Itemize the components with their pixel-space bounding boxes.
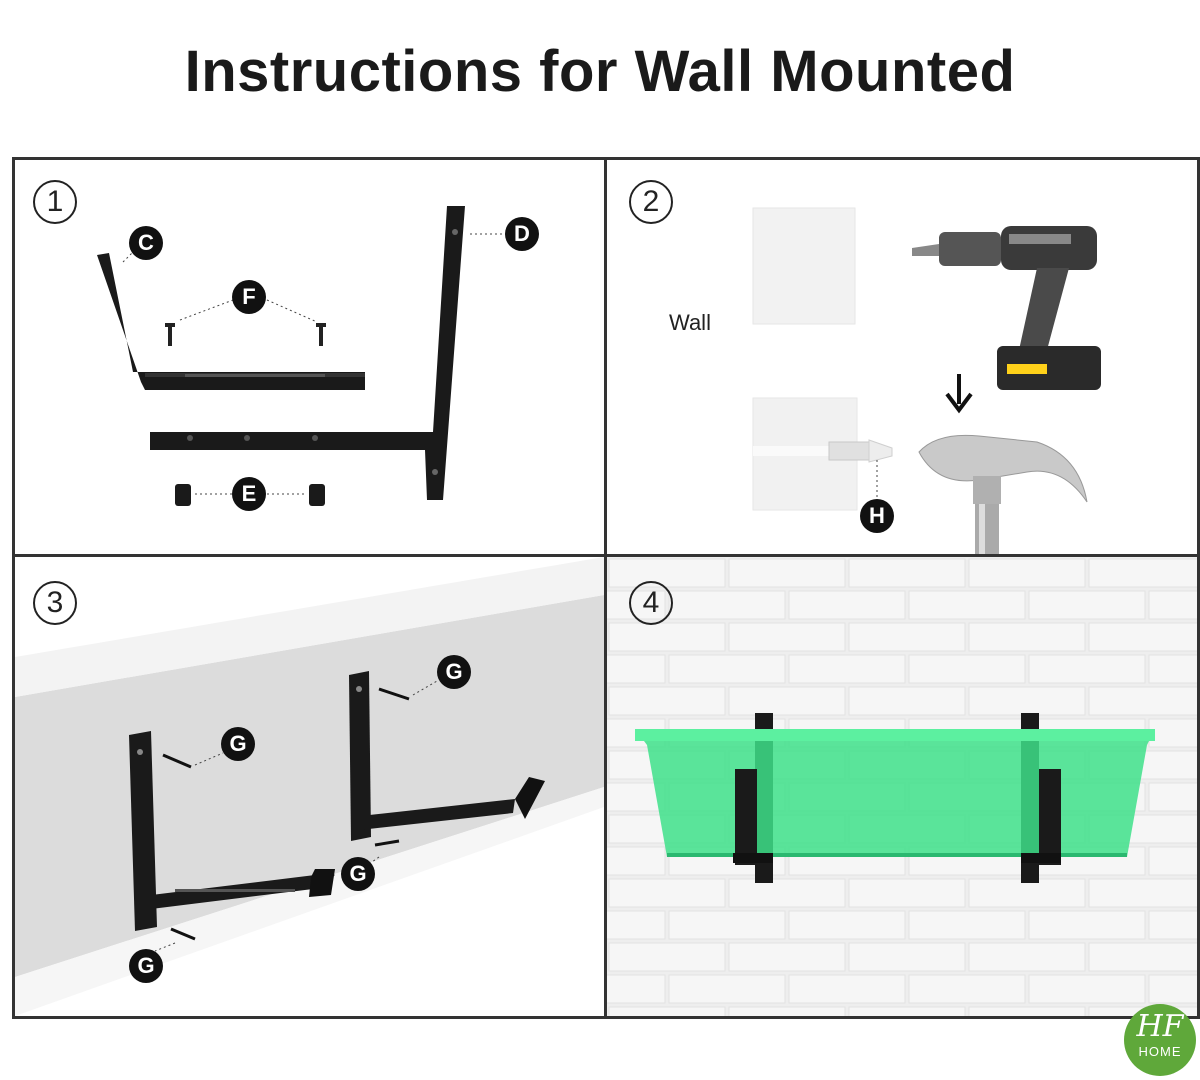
- step-2-illustration: [752, 207, 1101, 554]
- callout-g-4: G: [129, 949, 163, 983]
- step-3-illustration: [15, 557, 604, 1016]
- step-number: 2: [629, 180, 673, 224]
- step-number: 4: [629, 581, 673, 625]
- step-2-panel: 2 Wall H: [607, 160, 1197, 554]
- step-number: 1: [33, 180, 77, 224]
- step-1-panel: 1 C D F E: [15, 160, 604, 554]
- logo-mark: HF: [1136, 1009, 1184, 1044]
- grid-divider-horizontal: [12, 554, 1200, 557]
- step-4-panel: 4: [607, 557, 1197, 1016]
- callout-f: F: [232, 280, 266, 314]
- wall-label: Wall: [669, 310, 711, 335]
- step-3-panel: 3 G G G G: [15, 557, 604, 1016]
- logo-subtext: HOME: [1138, 1044, 1182, 1059]
- callout-c: C: [129, 226, 163, 260]
- brand-logo: HF HOME: [1124, 1004, 1196, 1076]
- grid-divider-vertical: [604, 157, 607, 1019]
- callout-h: H: [860, 499, 894, 533]
- step-4-illustration: [607, 557, 1197, 1016]
- callout-d: D: [505, 217, 539, 251]
- step-number: 3: [33, 581, 77, 625]
- callout-g-2: G: [437, 655, 471, 689]
- page-title: Instructions for Wall Mounted: [184, 39, 1016, 104]
- callout-e: E: [232, 477, 266, 511]
- step-1-illustration: [97, 206, 507, 506]
- callout-g-1: G: [221, 727, 255, 761]
- callout-g-3: G: [341, 857, 375, 891]
